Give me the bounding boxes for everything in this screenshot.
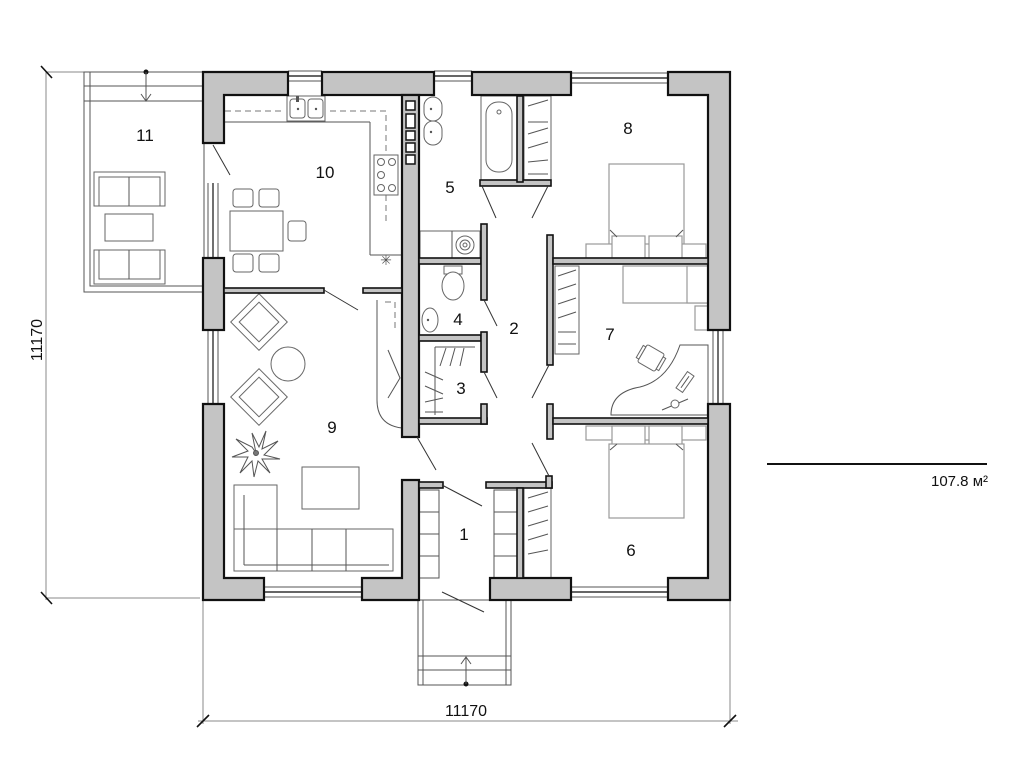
room-label-10: 10	[316, 163, 335, 182]
bedroom-8-furniture	[585, 163, 707, 259]
kitchen-furniture: ✳	[221, 95, 404, 273]
bathroom-furniture	[419, 95, 552, 333]
doors	[212, 144, 550, 613]
room-label-3: 3	[456, 379, 465, 398]
entry-steps	[417, 599, 512, 687]
bedroom-6-furniture	[523, 425, 707, 579]
bedroom-7-furniture	[554, 265, 709, 416]
dimension-horizontal	[196, 600, 738, 728]
dimension-vertical	[40, 65, 200, 605]
closet-3-shelves	[424, 346, 475, 415]
total-area-label: 107.8 м²	[931, 473, 988, 490]
room-labels: 1 2 3 4 5 6 7 8 9 10 11	[136, 119, 636, 560]
room-label-8: 8	[623, 119, 632, 138]
room-label-11: 11	[136, 126, 154, 145]
windows	[207, 70, 724, 598]
room-label-2: 2	[509, 319, 518, 338]
room-label-9: 9	[327, 418, 336, 437]
terrace	[83, 69, 205, 293]
room-label-5: 5	[445, 178, 454, 197]
room-label-4: 4	[453, 310, 462, 329]
dimension-width-label: 11170	[445, 703, 487, 720]
room-label-7: 7	[605, 325, 614, 344]
dimension-height-label: 11170	[29, 319, 46, 361]
svg-text:✳: ✳	[380, 252, 392, 268]
interior-walls	[223, 93, 709, 579]
living-furniture	[230, 293, 403, 572]
room-label-6: 6	[626, 541, 635, 560]
room-label-1: 1	[459, 525, 468, 544]
exterior-walls	[201, 70, 732, 602]
